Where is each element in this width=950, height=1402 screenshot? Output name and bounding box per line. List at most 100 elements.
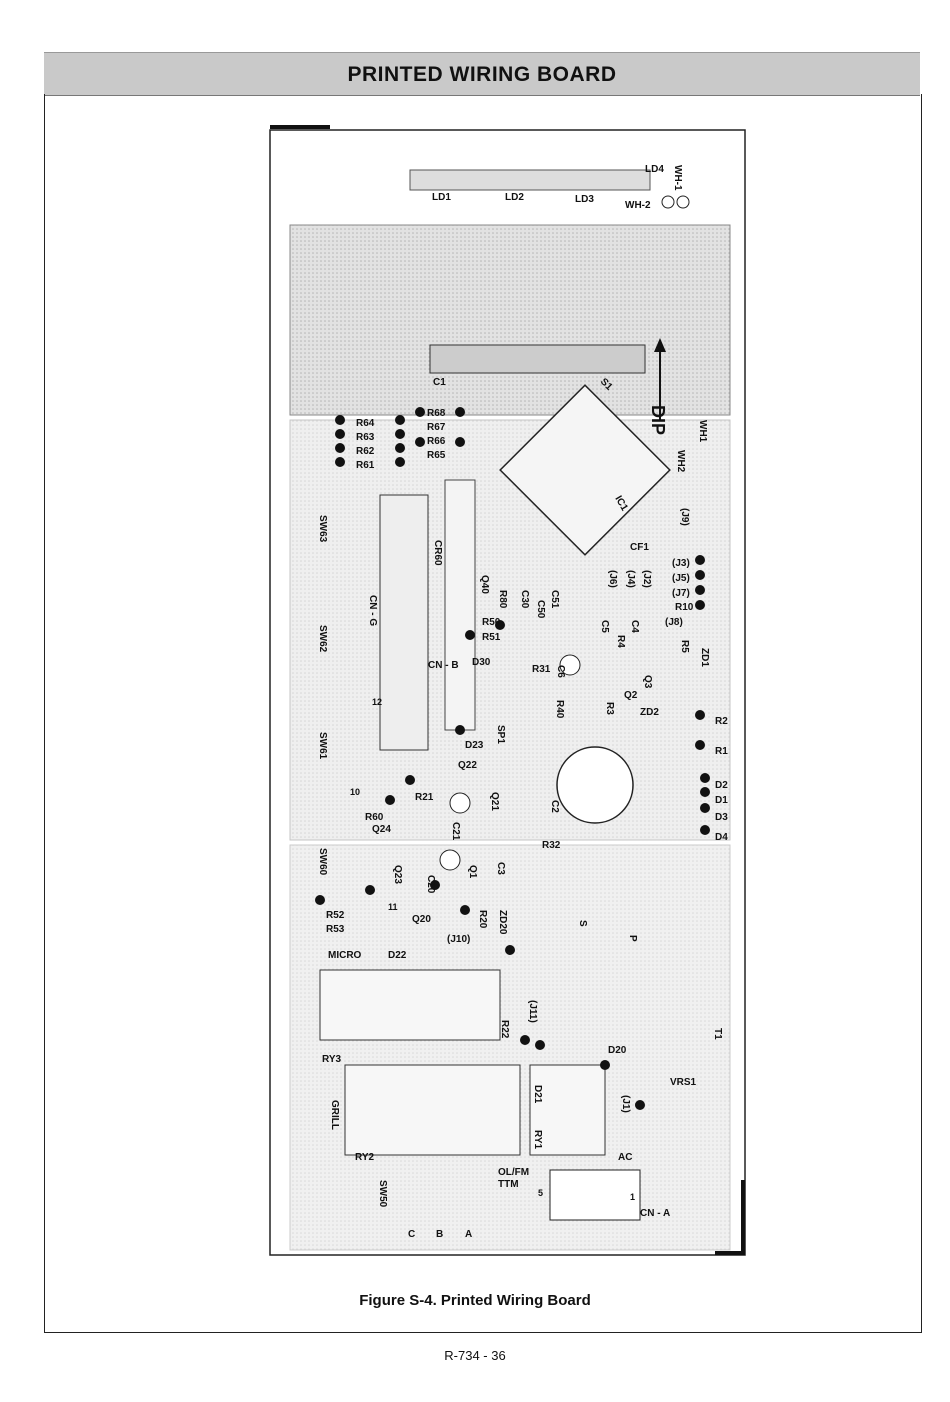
label-d4: D4 [715, 832, 728, 843]
label-cn-a: CN - A [640, 1208, 670, 1219]
printed-wiring-board-diagram: LD1 LD2 LD3 LD4 WH-1 WH-2 WH1 WH2 C1 S1 … [269, 125, 746, 1256]
label-r32: R32 [542, 840, 561, 851]
label-r67: R67 [427, 422, 446, 433]
label-j6: (J6) [607, 570, 618, 588]
solder-pads [315, 407, 710, 1110]
label-d3: D3 [715, 812, 728, 823]
label-ld2: LD2 [505, 192, 524, 203]
label-ld4: LD4 [645, 164, 664, 175]
label-q1: Q1 [467, 865, 478, 879]
label-d23: D23 [465, 740, 484, 751]
label-d20: D20 [608, 1045, 627, 1056]
label-r2: R2 [715, 716, 728, 727]
label-grill: GRILL [329, 1100, 340, 1130]
label-r22: R22 [499, 1020, 510, 1039]
label-zd20: ZD20 [497, 910, 508, 935]
label-c51: C51 [549, 590, 560, 609]
figure-caption: Figure S-4. Printed Wiring Board [359, 1292, 591, 1309]
trace-area-mid [289, 419, 731, 841]
label-j2: (J2) [641, 570, 652, 588]
label-sw61: SW61 [317, 732, 328, 760]
label-sw60: SW60 [317, 848, 328, 876]
connector-strip [429, 344, 646, 374]
label-c6: C6 [555, 665, 566, 678]
label-q23: Q23 [392, 865, 403, 884]
label-cn-b: CN - B [428, 660, 459, 671]
label-c5: C5 [599, 620, 610, 633]
label-sw50: SW50 [377, 1180, 388, 1208]
label-ol-fm: OL/FM [498, 1167, 529, 1178]
board-corner-mark [715, 1251, 745, 1255]
label-ttm: TTM [498, 1179, 519, 1190]
label-j3: (J3) [672, 558, 690, 569]
cn-g-header [379, 494, 429, 751]
label-r10: R10 [675, 602, 694, 613]
wh2-terminal [676, 195, 690, 209]
ic1-chip [499, 384, 671, 556]
label-j4: (J4) [625, 570, 636, 588]
label-p: P [627, 935, 638, 942]
label-q24: Q24 [372, 824, 391, 835]
label-j5: (J5) [672, 573, 690, 584]
board-corner-mark [270, 125, 330, 129]
label-q21: Q21 [489, 792, 500, 811]
label-cn-g: CN - G [367, 595, 378, 626]
label-j8: (J8) [665, 617, 683, 628]
label-wh1: WH1 [697, 420, 708, 443]
section-title: PRINTED WIRING BOARD [347, 63, 617, 86]
label-r65: R65 [427, 450, 446, 461]
label-ry3: RY3 [322, 1054, 342, 1065]
label-pin-a: A [465, 1229, 472, 1240]
label-r52: R52 [326, 910, 345, 921]
grill-relay [344, 1064, 521, 1156]
label-sp1: SP1 [495, 725, 506, 744]
label-dip: DIP [648, 405, 668, 435]
label-r64: R64 [356, 418, 375, 429]
label-ry2: RY2 [355, 1152, 375, 1163]
label-r5: R5 [679, 640, 690, 653]
label-d1: D1 [715, 795, 728, 806]
label-j9: (J9) [679, 508, 690, 526]
label-sw62: SW62 [317, 625, 328, 653]
wh1-terminal [661, 195, 675, 209]
label-wh2: WH2 [675, 450, 686, 473]
label-t1: T1 [712, 1028, 723, 1040]
label-r63: R63 [356, 432, 375, 443]
page-number: R-734 - 36 [444, 1348, 506, 1363]
label-r50: R50 [482, 617, 501, 628]
label-j10: (J10) [447, 934, 470, 945]
label-j11: (J11) [527, 1000, 538, 1023]
label-q20: Q20 [412, 914, 431, 925]
board-corner-mark [741, 1180, 745, 1255]
label-pin-12: 12 [372, 697, 382, 707]
label-d22: D22 [388, 950, 407, 961]
label-pin-c: C [408, 1229, 415, 1240]
label-vrs1: VRS1 [670, 1077, 697, 1088]
label-r31: R31 [532, 664, 551, 675]
label-r61: R61 [356, 460, 375, 471]
section-header-band: PRINTED WIRING BOARD [44, 52, 920, 96]
label-r53: R53 [326, 924, 345, 935]
label-c1: C1 [433, 377, 446, 388]
label-c4: C4 [629, 620, 640, 633]
cn-a-connector [549, 1169, 641, 1221]
label-ac: AC [618, 1152, 632, 1163]
label-d30: D30 [472, 657, 491, 668]
label-r80: R80 [497, 590, 508, 609]
label-q22: Q22 [458, 760, 477, 771]
capacitor-c21 [449, 792, 471, 814]
label-j7: (J7) [672, 588, 690, 599]
label-pin-10: 10 [350, 787, 360, 797]
capacitor-c6 [559, 654, 581, 676]
label-r4: R4 [615, 635, 626, 648]
capacitor-c20 [439, 849, 461, 871]
label-c50: C50 [535, 600, 546, 619]
label-d2: D2 [715, 780, 728, 791]
label-pin-11: 11 [388, 902, 398, 912]
label-c3: C3 [495, 862, 506, 875]
label-c21: C21 [450, 822, 461, 841]
label-pin-5: 5 [538, 1188, 543, 1198]
cr60-array [444, 479, 476, 731]
label-q40: Q40 [479, 575, 490, 594]
trace-area-bottom [289, 844, 731, 1251]
